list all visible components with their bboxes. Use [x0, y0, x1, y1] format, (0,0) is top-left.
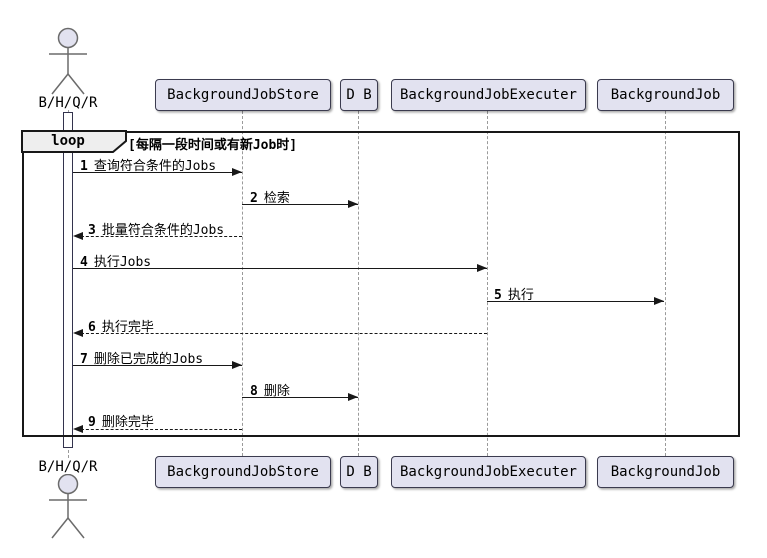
message-5-label: 5 执行	[494, 284, 534, 303]
participant-label: BackgroundJobExecuter	[399, 464, 577, 480]
participant-label: BackgroundJobExecuter	[399, 87, 577, 103]
message-6-line	[76, 333, 487, 334]
message-2-label: 2 检索	[250, 187, 290, 206]
participant-backgroundjobexecuter-top: BackgroundJobExecuter	[391, 79, 586, 111]
participant-backgroundjobstore-bottom: BackgroundJobStore	[155, 456, 331, 488]
message-num: 8	[250, 384, 258, 399]
message-text: 执行完毕	[101, 320, 154, 335]
actor-name-bottom: B/H/Q/R	[38, 459, 98, 475]
message-7-label: 7 删除已完成的Jobs	[80, 348, 203, 367]
message-5-arrowhead	[654, 297, 664, 305]
participant-db-bottom: D B	[340, 456, 378, 488]
participant-label: BackgroundJob	[610, 87, 721, 103]
message-num: 4	[80, 255, 88, 270]
message-text: 查询符合条件的Jobs	[93, 159, 217, 174]
message-1-label: 1 查询符合条件的Jobs	[80, 155, 216, 174]
participant-label: BackgroundJob	[610, 464, 721, 480]
message-1-line	[73, 172, 242, 173]
loop-operator-pentagon	[21, 130, 127, 153]
lifeline-db	[358, 111, 359, 456]
participant-backgroundjob-bottom: BackgroundJob	[597, 456, 734, 488]
message-num: 9	[88, 415, 96, 430]
lifeline-backgroundjobstore	[242, 111, 243, 456]
participant-backgroundjobstore-top: BackgroundJobStore	[155, 79, 331, 111]
message-text: 删除已完成的Jobs	[93, 352, 204, 367]
message-2-line	[242, 204, 358, 205]
actor-icon	[49, 474, 87, 539]
message-8-line	[242, 397, 358, 398]
participant-label: BackgroundJobStore	[167, 87, 319, 103]
actor-icon	[49, 27, 87, 95]
loop-operator-label: loop	[51, 133, 85, 149]
message-text: 删除	[263, 384, 290, 399]
lifeline-backgroundjobexecuter	[487, 111, 488, 456]
participant-backgroundjob-top: BackgroundJob	[597, 79, 734, 111]
participant-backgroundjobexecuter-bottom: BackgroundJobExecuter	[391, 456, 586, 488]
message-6-arrowhead	[73, 329, 83, 337]
message-4-arrowhead	[477, 264, 487, 272]
message-9-line	[76, 429, 242, 430]
activation-bar-actor	[63, 112, 73, 448]
loop-frame	[22, 131, 740, 437]
message-9-arrowhead	[73, 425, 83, 433]
message-4-line	[73, 268, 487, 269]
loop-condition: [每隔一段时间或有新Job时]	[128, 138, 298, 153]
message-num: 3	[88, 223, 96, 238]
message-2-arrowhead	[348, 200, 358, 208]
message-num: 2	[250, 191, 258, 206]
participant-db-top: D B	[340, 79, 378, 111]
message-6-label: 6 执行完毕	[88, 316, 154, 335]
message-num: 7	[80, 352, 88, 367]
participant-label: BackgroundJobStore	[167, 464, 319, 480]
message-text: 执行Jobs	[93, 255, 152, 270]
message-text: 执行	[507, 288, 534, 303]
message-text: 删除完毕	[101, 415, 154, 430]
message-4-label: 4 执行Jobs	[80, 251, 151, 270]
message-1-arrowhead	[232, 168, 242, 176]
message-5-line	[487, 301, 664, 302]
message-num: 5	[494, 288, 502, 303]
lifeline-backgroundjob	[665, 111, 666, 456]
message-num: 6	[88, 320, 96, 335]
message-text: 检索	[263, 191, 290, 206]
message-8-label: 8 删除	[250, 380, 290, 399]
message-3-label: 3 批量符合条件的Jobs	[88, 219, 224, 238]
actor-name-top: B/H/Q/R	[38, 95, 98, 111]
participant-label: D B	[346, 464, 372, 480]
participant-label: D B	[346, 87, 372, 103]
message-num: 1	[80, 159, 88, 174]
message-3-arrowhead	[73, 232, 83, 240]
message-3-line	[76, 236, 242, 237]
message-text: 批量符合条件的Jobs	[101, 223, 225, 238]
message-7-arrowhead	[232, 361, 242, 369]
message-7-line	[73, 365, 242, 366]
message-8-arrowhead	[348, 393, 358, 401]
message-9-label: 9 删除完毕	[88, 411, 154, 430]
